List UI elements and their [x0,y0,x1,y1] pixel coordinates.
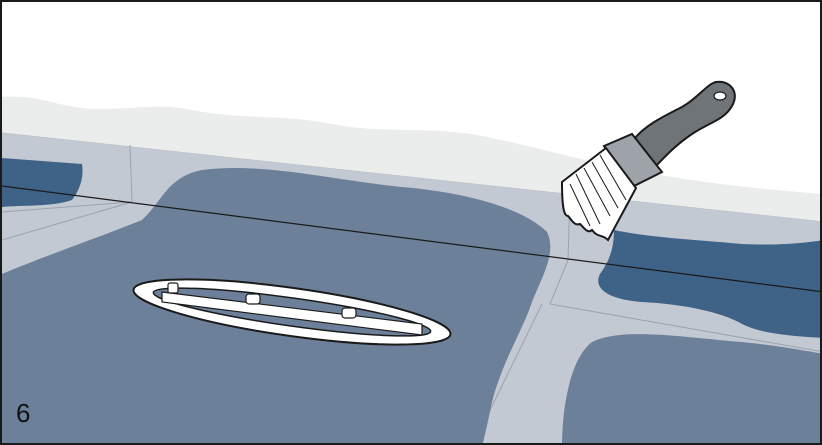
coated-area-right [562,334,822,445]
step-number: 6 [16,400,30,426]
coated-patch-upper-left [2,158,83,207]
